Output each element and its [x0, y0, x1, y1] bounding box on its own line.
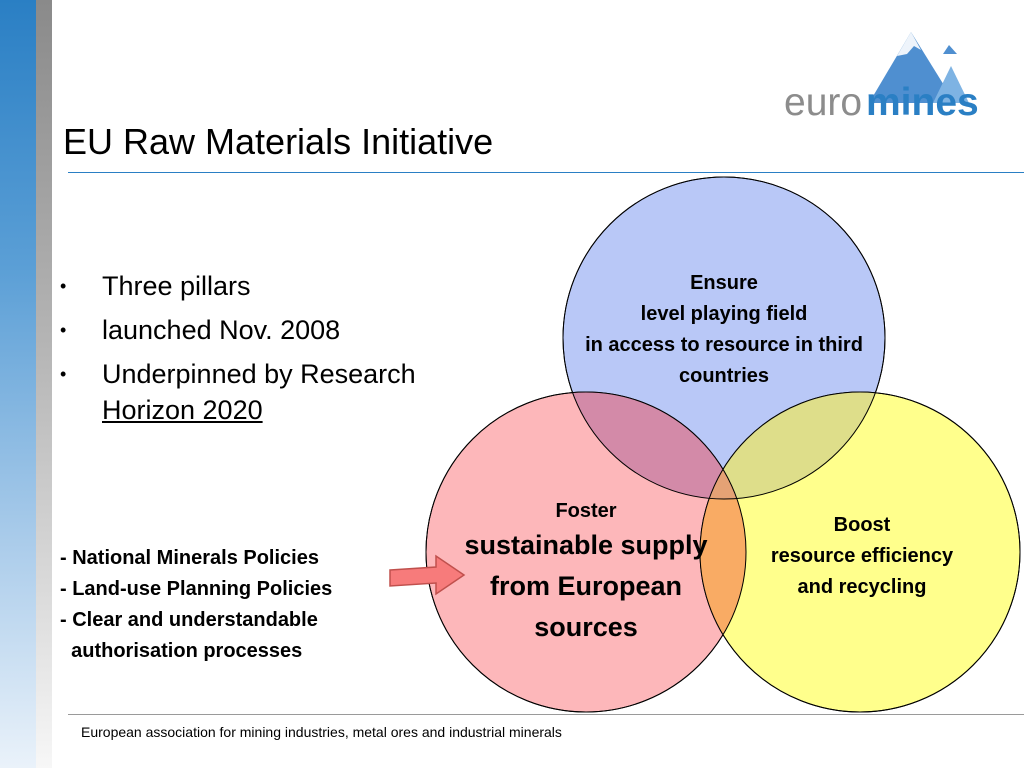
mountain-logo-icon: euro mines	[784, 32, 979, 124]
bullet-text: Three pillars	[102, 271, 251, 301]
overlap-top-right	[700, 392, 885, 499]
pillar-right-line: resource efficiency	[770, 545, 954, 567]
bullet-dot: •	[60, 320, 67, 340]
policies-list: - National Minerals Policies - Land-use …	[60, 547, 333, 662]
logo-text-mines: mines	[866, 81, 979, 122]
title-divider	[68, 172, 1024, 173]
pillar-label-right: Boost resource efficiency and recycling	[712, 510, 1012, 603]
slide-title: EU Raw Materials Initiative	[63, 121, 494, 162]
bullet-dot: •	[60, 276, 67, 296]
sidebar-gray-band	[36, 0, 52, 768]
sidebar-blue-band	[0, 0, 36, 768]
pillar-top-line: countries	[678, 365, 770, 387]
pillar-top-line: Ensure	[690, 272, 758, 294]
bullet-text: Underpinned by Research	[102, 359, 416, 389]
footer-text: European association for mining industri…	[81, 724, 562, 740]
arrow-right-icon	[389, 554, 466, 596]
pillar-left-line: sources	[534, 612, 638, 642]
pillar-left-line: from European	[489, 571, 683, 601]
pillar-right-line: Boost	[833, 514, 891, 536]
overlap-top-left	[563, 392, 746, 499]
pillar-left-line: sustainable supply	[464, 530, 708, 560]
bullet-item: • Underpinned by Research Horizon 2020	[60, 356, 480, 428]
bullet-item: • launched Nov. 2008	[60, 312, 480, 348]
pillar-top-line: in access to resource in third	[585, 334, 863, 356]
bullet-text: launched Nov. 2008	[102, 315, 341, 345]
pillar-left-heading: Foster	[555, 500, 617, 522]
pillar-top-line: level playing field	[640, 303, 808, 325]
pillar-label-top: Ensure level playing field in access to …	[564, 268, 884, 392]
footer-divider	[68, 714, 1024, 715]
bullet-list: • Three pillars • launched Nov. 2008 • U…	[60, 268, 480, 436]
pillar-right-line: and recycling	[797, 576, 927, 598]
pillar-label-left: Foster sustainable supply from European …	[436, 497, 736, 648]
euromines-logo: euro mines	[783, 26, 995, 124]
bullet-item: • Three pillars	[60, 268, 480, 304]
horizon-2020-link[interactable]: Horizon 2020	[102, 395, 263, 425]
logo-text-euro: euro	[784, 81, 862, 122]
bullet-dot: •	[60, 364, 67, 384]
